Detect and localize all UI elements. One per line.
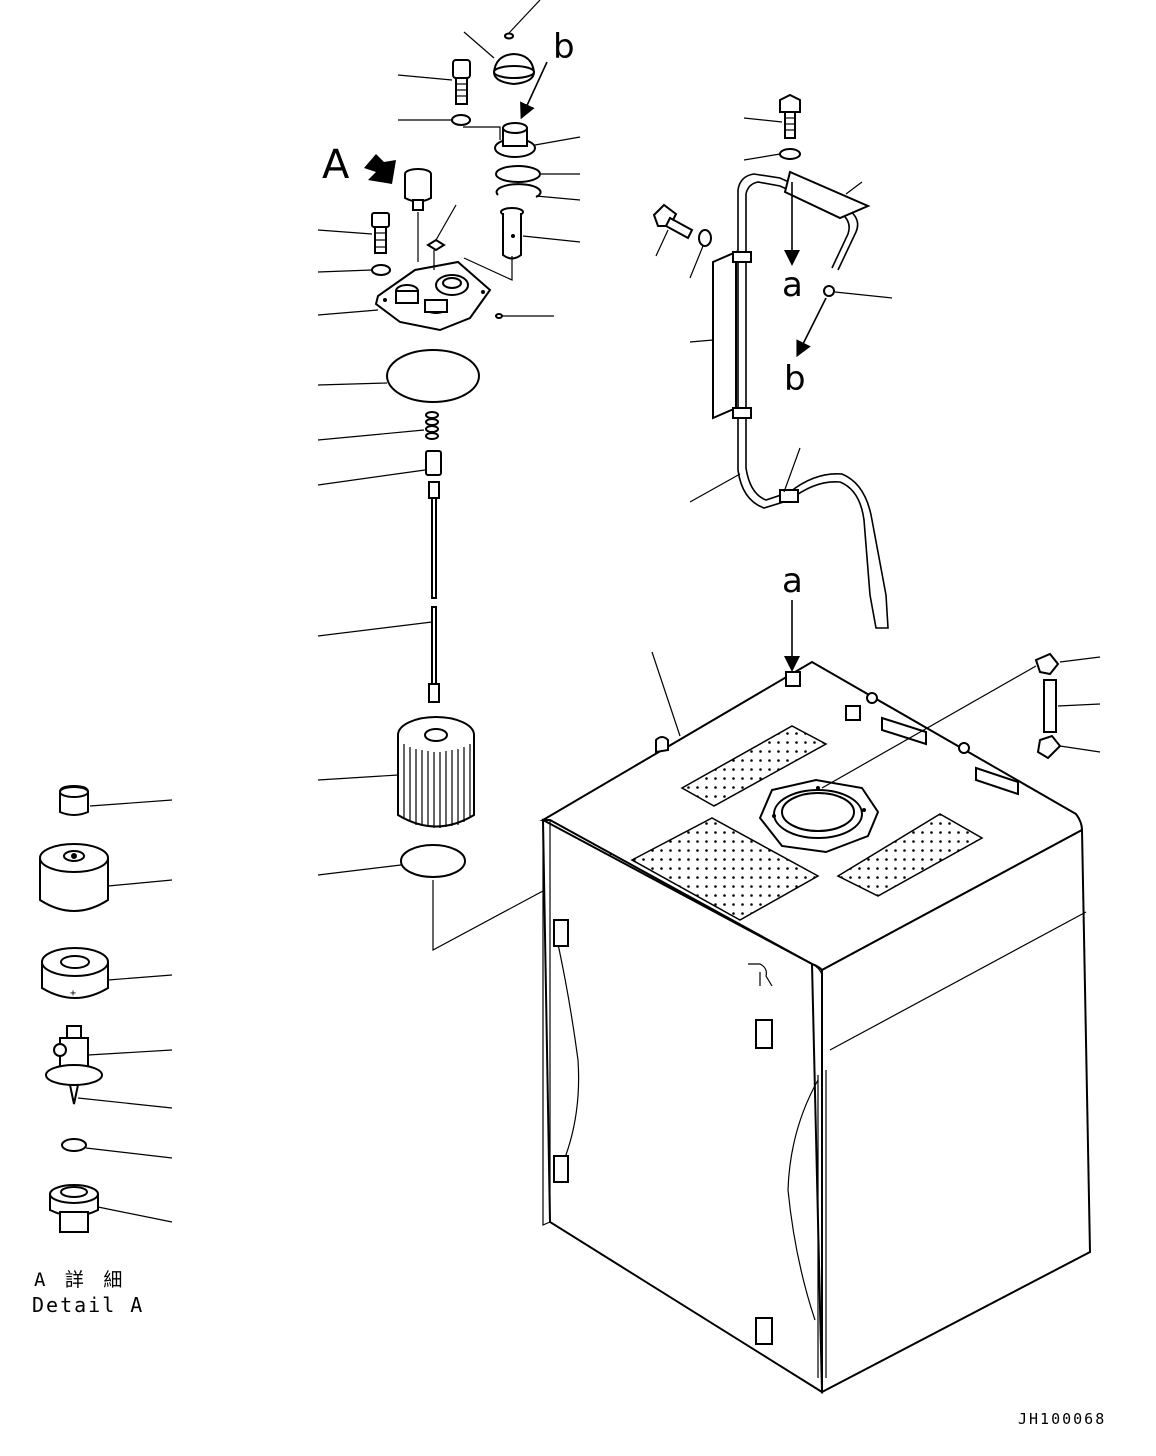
o-ring-bottom-part <box>400 844 466 878</box>
elbow-fitting-assembly <box>821 652 1101 789</box>
detail-A-view: + A 詳 細 Detail A <box>32 784 173 1317</box>
angled-bolt-part <box>652 203 694 240</box>
cover-detail-part <box>39 843 109 912</box>
filter-element-part <box>397 716 475 828</box>
tank-clip <box>755 1317 773 1345</box>
o-ring-part <box>495 165 541 183</box>
label-b-top: b <box>553 27 575 67</box>
bolt-part <box>779 93 801 139</box>
tank-side-face <box>821 828 1092 1394</box>
tank-lug <box>655 736 669 754</box>
cover-plate-part <box>374 260 492 332</box>
detail-caption-jp: A 詳 細 <box>34 1269 126 1291</box>
tank-clip <box>553 919 569 947</box>
drawing-id: JH100068 <box>1018 1410 1106 1428</box>
bolt-part <box>371 212 390 254</box>
washer-part <box>451 114 471 126</box>
snap-ring-part <box>495 183 542 198</box>
label-a-tank: a <box>782 561 803 601</box>
tank-fitting <box>866 692 878 704</box>
dotted-plate <box>630 817 820 921</box>
label-a-top: a <box>782 265 803 305</box>
filter-mount-flange <box>758 778 880 854</box>
valve-detail-part <box>45 1025 103 1105</box>
washer-part <box>371 264 391 276</box>
breather-part <box>404 168 432 211</box>
filler-cap-part <box>492 32 536 86</box>
hydraulic-tank: a <box>539 561 1092 1394</box>
washer-part <box>698 229 712 247</box>
tank-clip <box>553 1155 569 1183</box>
rod-part <box>428 481 440 703</box>
tank-clip <box>755 1019 773 1049</box>
tank-hook <box>748 963 773 987</box>
bolt-part <box>452 59 471 105</box>
dotted-plate <box>680 725 828 807</box>
tank-bracket <box>881 716 927 746</box>
strainer-part <box>500 207 524 260</box>
b-pointer-arrow-pipe <box>796 297 827 358</box>
ball-part <box>495 313 503 319</box>
plug-part <box>426 238 446 252</box>
detail-caption-en: Detail A <box>32 1293 144 1317</box>
tank-bracket <box>975 766 1019 796</box>
detail-leaders <box>77 799 173 1223</box>
bracket-plate-part <box>712 250 737 420</box>
b-pointer-top: b <box>520 27 575 120</box>
view-A-arrow <box>364 154 396 184</box>
pipe-assembly: a b <box>652 93 893 629</box>
view-A-callout: A <box>322 142 396 188</box>
tank-top-fitting <box>785 671 801 687</box>
filter-cap-assembly <box>371 32 816 952</box>
gasket-part <box>386 349 480 403</box>
tank-fitting <box>958 742 970 754</box>
nut-part <box>425 450 442 476</box>
label-b-pipe: b <box>784 359 806 399</box>
seal-detail-part <box>61 1138 87 1152</box>
pipe-part <box>732 170 889 629</box>
dotted-plate <box>836 813 984 897</box>
nut-detail-part <box>49 1184 99 1233</box>
spring-part <box>425 411 439 440</box>
washer-part <box>779 148 801 160</box>
label-A: A <box>322 142 350 188</box>
element-detail-part: + <box>41 947 109 999</box>
detail-mark: + <box>70 988 76 999</box>
tank-top-fitting <box>845 705 861 721</box>
leader-lines-center <box>317 0 581 876</box>
cap-base-part <box>494 122 536 158</box>
cap-detail-part <box>59 784 89 816</box>
